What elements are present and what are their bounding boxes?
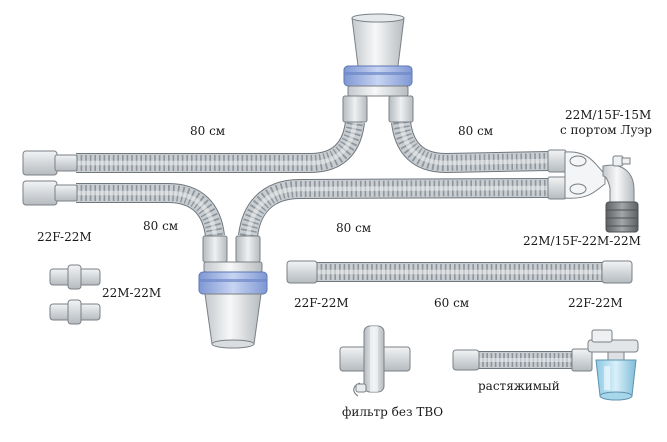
corrugated-tubes <box>76 120 603 369</box>
machine-cuff-lower <box>22 180 78 206</box>
short-tube-cuff-left <box>286 260 318 284</box>
extendable-tube-trap <box>452 329 639 401</box>
label-adapter: 22M-22M <box>102 286 162 300</box>
adapter-22m-22m-upper <box>49 264 101 290</box>
tube-lower-left <box>76 183 225 238</box>
tube-upper-right <box>391 120 550 174</box>
label-filter: фильтр без ТВО <box>342 405 444 419</box>
adapter-22m-22m-lower <box>49 299 101 325</box>
label-short-tube-left: 22F-22M <box>294 296 349 310</box>
label-length-lower-right: 80 см <box>336 221 372 235</box>
label-length-upper-right: 80 см <box>458 124 494 138</box>
filter-without-hme <box>339 325 411 397</box>
label-length-lower-left: 80 см <box>143 219 179 233</box>
label-length-upper-left: 80 см <box>190 124 226 138</box>
machine-cuff-upper <box>22 150 78 176</box>
patient-y-piece <box>547 149 639 233</box>
tube-upper-left <box>76 120 365 173</box>
water-trap-top <box>342 13 414 123</box>
label-machine-connector: 22F-22M <box>37 230 92 244</box>
label-extendable: растяжимый <box>478 379 560 393</box>
tube-lower-right <box>238 178 550 238</box>
label-patient-connector-top: 22M/15F-15M <box>565 108 652 122</box>
label-length-short-tube: 60 см <box>434 296 470 310</box>
water-trap-bottom <box>198 235 268 349</box>
label-short-tube-right: 22F-22M <box>568 296 623 310</box>
label-patient-connector-luer: с портом Луэр <box>560 123 652 137</box>
short-tube-cuff-right <box>601 260 633 284</box>
label-patient-connector-bottom: 22M/15F-22M-22M <box>523 234 641 248</box>
